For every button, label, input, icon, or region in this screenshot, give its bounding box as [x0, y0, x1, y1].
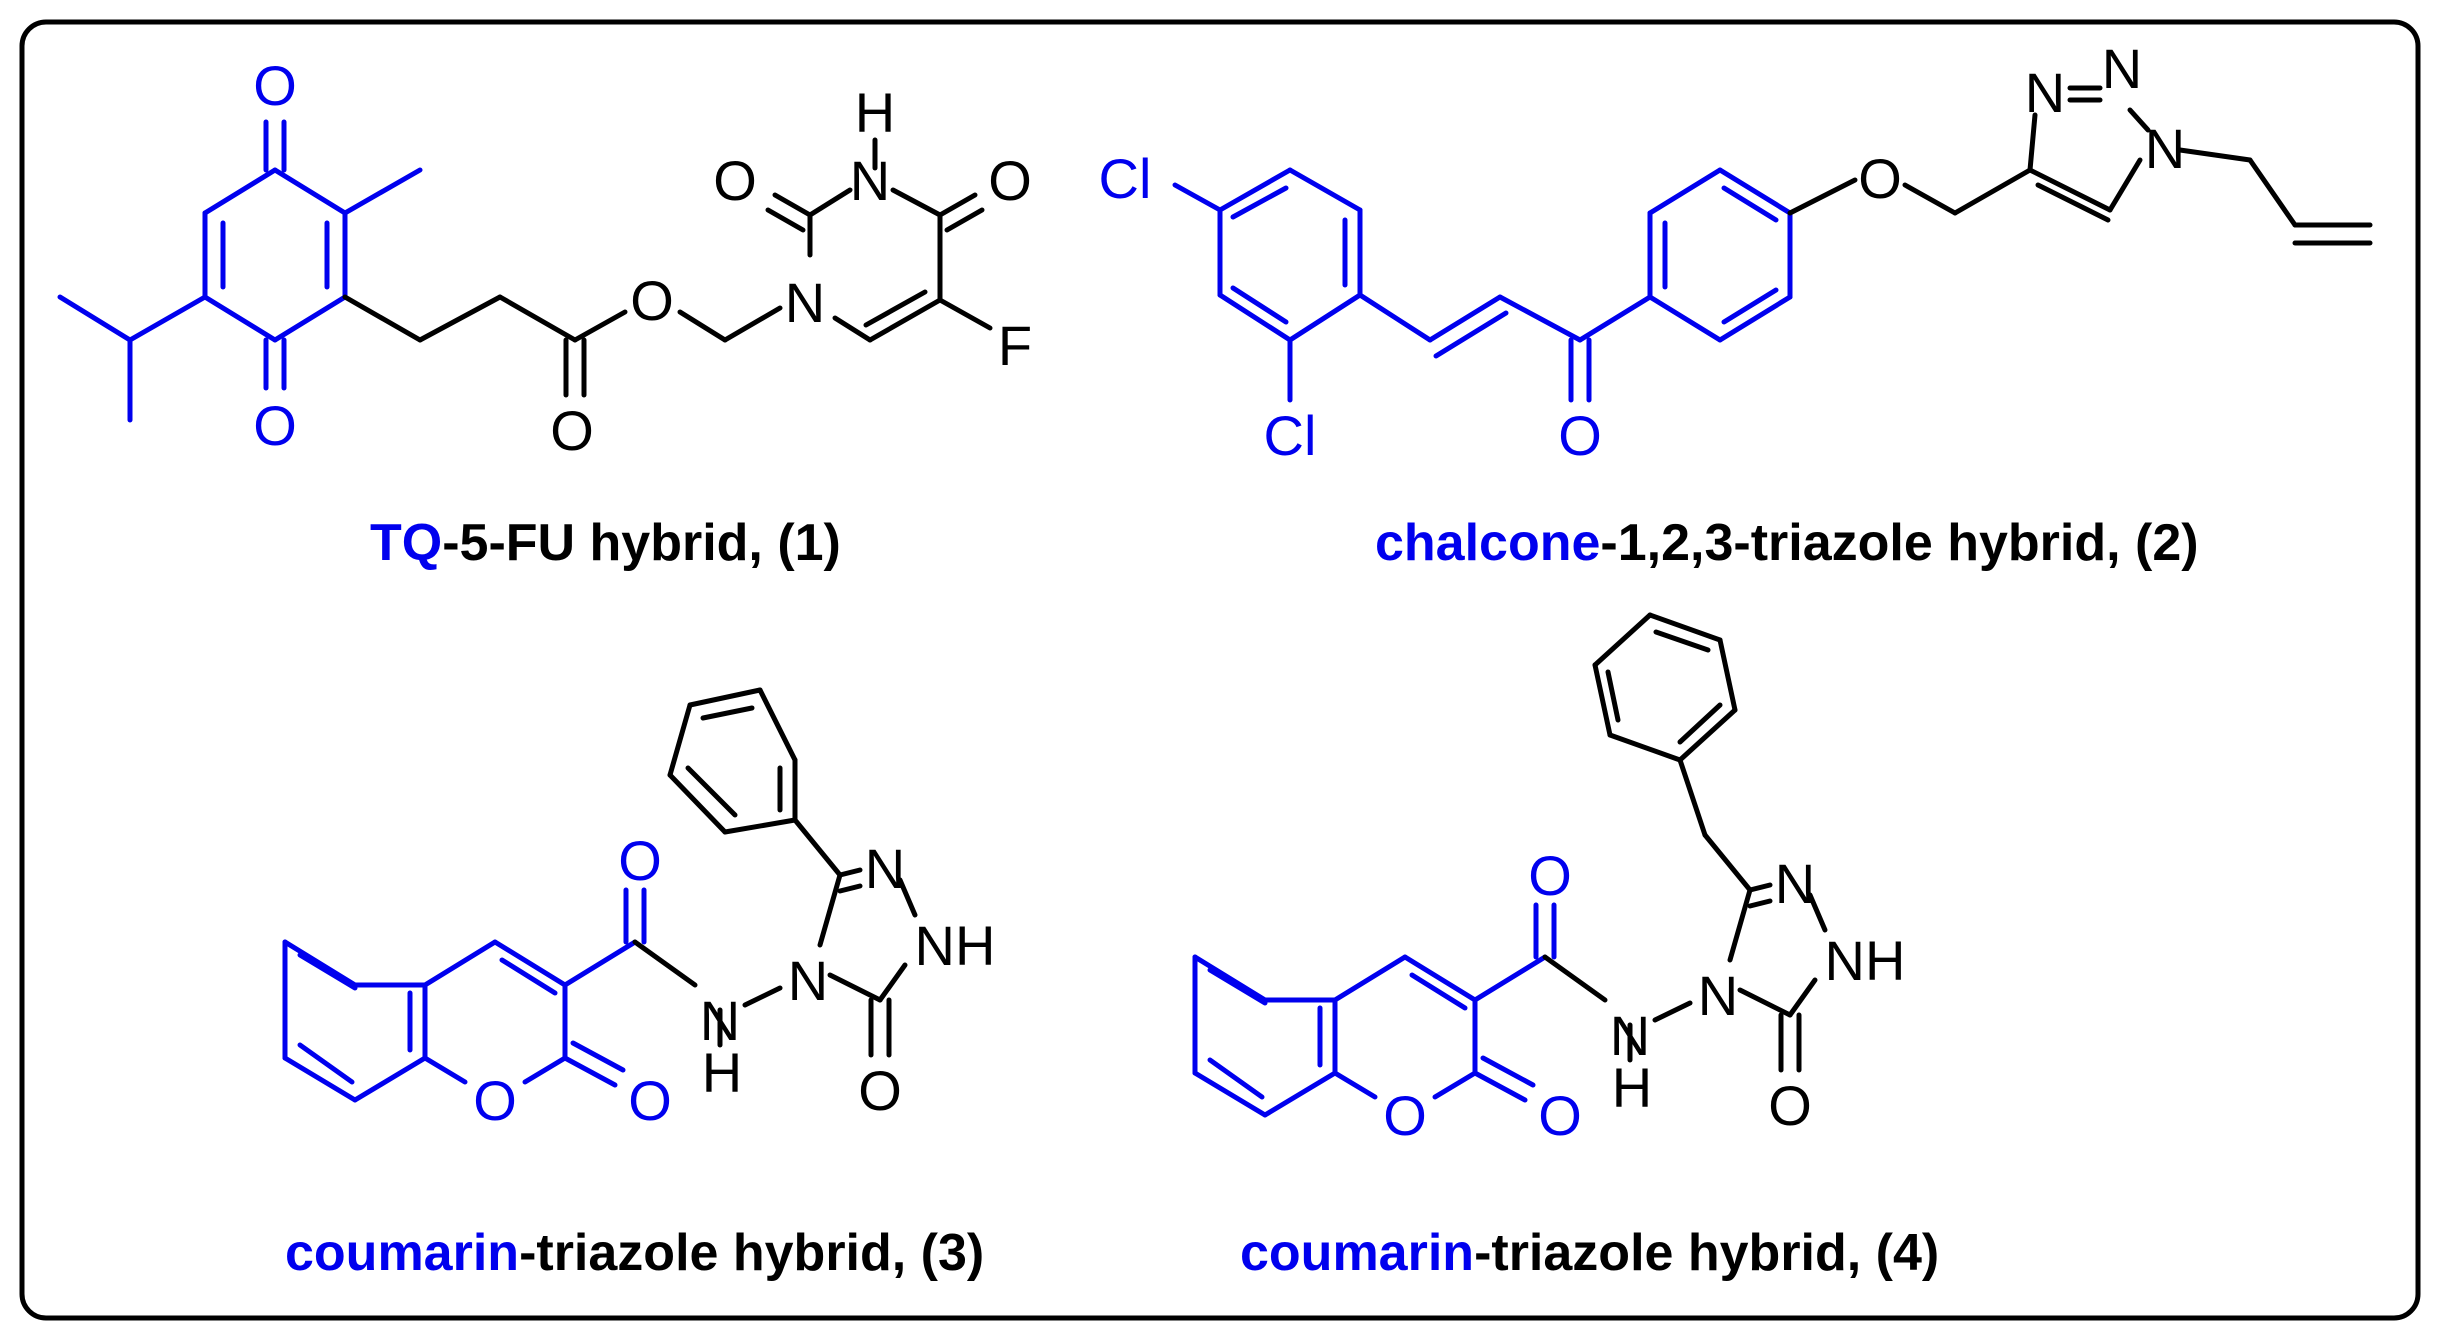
compound-1-n3-nitrogen: N	[850, 149, 890, 212]
compound-2-caption-scaffold: chalcone	[1375, 514, 1600, 572]
compound-3-triazole-nh: NH	[915, 914, 996, 977]
compound-3-triazolone-oxygen: O	[858, 1059, 902, 1122]
compound-1-fluorine: F	[998, 314, 1032, 377]
compound-4-lactone-oxygen: O	[1538, 1084, 1582, 1147]
compound-2-chlorine-para: Cl	[1099, 147, 1152, 210]
compound-2-caption: chalcone-1,2,3-triazole hybrid, (2)	[1375, 514, 2199, 572]
compound-3: O O O N H	[282, 687, 996, 1282]
compound-4-caption-scaffold: coumarin	[1240, 1224, 1474, 1282]
figure-frame	[19, 19, 2421, 1321]
compound-1-ester-carbonyl-oxygen: O	[550, 399, 594, 462]
compound-3-caption-rest: -triazole hybrid, (3)	[519, 1224, 984, 1282]
compound-1-c4-oxygen: O	[988, 149, 1032, 212]
compound-1-quinone-oxygen-bottom: O	[253, 394, 297, 457]
compound-2-triazole-n1: N	[2145, 117, 2185, 180]
compound-1-linker	[342, 137, 993, 398]
compound-3-amide-hydrogen: H	[702, 1041, 742, 1104]
compound-2-triazole-n3: N	[2025, 61, 2065, 124]
compound-4-amide-oxygen: O	[1528, 844, 1572, 907]
compound-1-quinone-oxygen-top: O	[253, 54, 297, 117]
compound-3-amide-nitrogen: N	[700, 989, 740, 1052]
compound-4-triazole-n1: N	[1775, 852, 1815, 915]
compound-1-scaffold	[57, 119, 423, 423]
compound-4-caption-rest: -triazole hybrid, (4)	[1474, 1224, 1939, 1282]
compound-1-n1-nitrogen: N	[785, 271, 825, 334]
compound-4-linker	[1542, 612, 1828, 1073]
compound-1-n3-hydrogen: H	[855, 81, 895, 144]
compound-4-caption: coumarin-triazole hybrid, (4)	[1240, 1224, 1939, 1282]
compound-2-ether-oxygen: O	[1858, 147, 1902, 210]
compound-4-triazole-nh: NH	[1825, 929, 1906, 992]
compound-3-amide-oxygen: O	[618, 829, 662, 892]
compound-4-amide-nitrogen: N	[1610, 1004, 1650, 1067]
compound-2-caption-rest: -1,2,3-triazole hybrid, (2)	[1600, 514, 2198, 572]
compound-2-carbonyl-oxygen: O	[1558, 404, 1602, 467]
compound-3-caption: coumarin-triazole hybrid, (3)	[285, 1224, 984, 1282]
compound-1-ester-oxygen: O	[630, 269, 674, 332]
compound-3-triazole-n4: N	[788, 949, 828, 1012]
compound-2-chlorine-ortho: Cl	[1264, 404, 1317, 467]
compound-4-amide-hydrogen: H	[1612, 1056, 1652, 1119]
compound-3-triazole-n1: N	[865, 837, 905, 900]
compound-3-lactone-oxygen: O	[628, 1069, 672, 1132]
compound-2-scaffold	[1172, 167, 1793, 403]
compound-3-caption-scaffold: coumarin	[285, 1224, 519, 1282]
compound-1-caption-scaffold: TQ	[370, 514, 442, 572]
compound-4-scaffold	[1192, 902, 1557, 1118]
compound-2: Cl Cl O O N N N chalcone-1,2,3-triazole …	[1099, 37, 2373, 572]
compound-1-c2-oxygen: O	[713, 149, 757, 212]
compound-3-ring-oxygen: O	[473, 1069, 517, 1132]
compound-1-caption: TQ-5-FU hybrid, (1)	[370, 514, 841, 572]
compound-4-triazole-n4: N	[1698, 964, 1738, 1027]
compound-4: O O O	[1192, 612, 1939, 1282]
compound-4-triazolone-oxygen: O	[1768, 1074, 1812, 1137]
compound-1: O O	[57, 54, 1032, 572]
compound-2-linker	[1787, 85, 2373, 246]
compound-3-scaffold	[282, 887, 647, 1103]
compound-2-triazole-n2: N	[2102, 37, 2142, 100]
compound-3-linker	[632, 687, 918, 1058]
compound-4-ring-oxygen: O	[1383, 1084, 1427, 1147]
compound-1-caption-rest: -5-FU hybrid, (1)	[442, 514, 841, 572]
